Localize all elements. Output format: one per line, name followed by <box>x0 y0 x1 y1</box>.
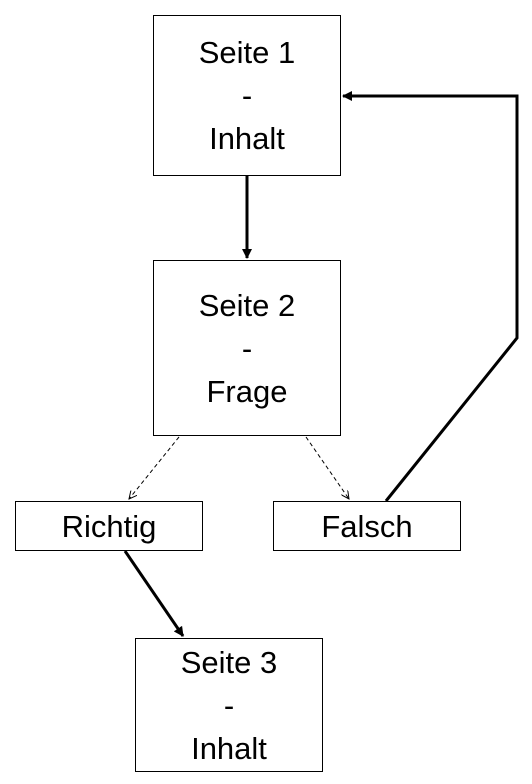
edge-falsch-to-seite1 <box>342 91 519 502</box>
node-seite-3-title: Seite 3 <box>180 644 278 680</box>
edge-seite2-to-falsch <box>305 436 349 499</box>
node-seite-2-title: Seite 2 <box>198 287 296 323</box>
node-seite-2-content: Frage <box>206 373 288 409</box>
node-richtig: Richtig <box>15 501 203 551</box>
node-seite-1-separator: - <box>241 78 253 113</box>
node-seite-3-separator: - <box>223 687 235 723</box>
edge-seite2-to-richtig <box>129 436 180 499</box>
node-falsch: Falsch <box>273 501 461 551</box>
node-seite-3-content: Inhalt <box>191 730 267 766</box>
node-seite-3: Seite 3 - Inhalt <box>135 638 323 772</box>
node-seite-1-content: Inhalt <box>209 121 285 156</box>
node-seite-2: Seite 2 - Frage <box>153 260 341 436</box>
node-falsch-label: Falsch <box>321 508 413 544</box>
edge-richtig-to-seite3 <box>123 550 185 637</box>
node-seite-1: Seite 1 - Inhalt <box>153 15 341 176</box>
node-seite-2-separator: - <box>241 330 253 366</box>
node-richtig-label: Richtig <box>61 508 157 544</box>
node-seite-1-title: Seite 1 <box>198 35 296 70</box>
